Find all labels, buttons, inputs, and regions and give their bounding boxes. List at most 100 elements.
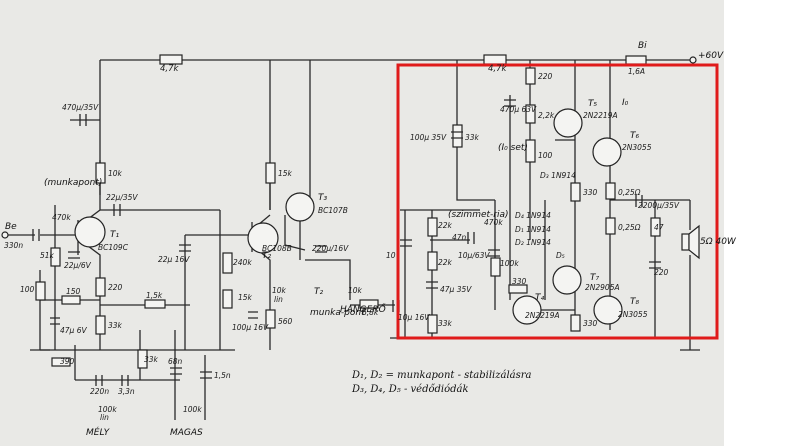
input-cap-label: 330n <box>4 241 23 250</box>
resistor-4k7-b <box>483 54 507 65</box>
note-line-1: D₁, D₂ = munkapont - stabilizálásra <box>351 370 532 381</box>
pot-470k-label: 470k <box>484 218 503 227</box>
resistor-2k2 <box>525 104 536 124</box>
c-470u-label: 470µ/35V <box>62 103 99 112</box>
resistor-33k-c <box>452 124 463 148</box>
d2-label: D₂ 1N914 <box>515 238 551 247</box>
r-33k-label: 33k <box>108 321 123 330</box>
resistor-pot-100 <box>525 139 536 163</box>
r-4k7-b-label: 4,7k <box>488 64 508 74</box>
r-10k-label: 10k <box>108 169 123 178</box>
t6-type: 2N3055 <box>622 143 652 152</box>
c-10u-63v-label: 10µ/63V <box>458 251 490 260</box>
cap-22u-16v <box>179 244 191 252</box>
r-560-label: 560 <box>278 317 293 326</box>
supply-terminal <box>689 56 697 64</box>
cap-3n3 <box>121 375 129 386</box>
paper-background <box>0 0 724 446</box>
resistor-33k-d <box>427 314 438 334</box>
transistor-t5 <box>553 108 583 138</box>
d5-label: D₅ <box>556 251 565 260</box>
transistor-t2 <box>247 222 279 254</box>
cap-100u-16v <box>248 311 258 319</box>
c-68n-label: 68n <box>168 357 183 366</box>
resistor-47 <box>650 217 661 237</box>
c-220-label: 220 <box>654 268 669 277</box>
resistor-10k <box>95 162 106 184</box>
d3-label: D₃ 1N914 <box>540 171 576 180</box>
cap-10u-63v <box>488 249 500 257</box>
r-22k-b-label: 22k <box>438 258 453 267</box>
cap-47n <box>467 232 475 244</box>
t6-id: T₆ <box>630 131 639 141</box>
r-22k-label: 22k <box>438 221 453 230</box>
fuse <box>625 55 647 65</box>
transistor-t1 <box>74 216 106 248</box>
r-15k-b-label: 15k <box>238 293 253 302</box>
r-33k-c-label: 33k <box>465 133 480 142</box>
cap-68n <box>170 367 182 375</box>
t3-id: T₃ <box>318 193 327 203</box>
c-10-label: 10 <box>386 251 396 260</box>
d4-label: D₄ 1N914 <box>515 211 551 220</box>
mely-label: MÉLY <box>86 426 111 438</box>
r-330-b-label: 330 <box>512 277 527 286</box>
t7-type: 2N2905A <box>585 283 620 292</box>
t4-type: 2N2219A <box>525 311 560 320</box>
r-390-label: 390 <box>60 357 75 366</box>
r-33k-d-label: 33k <box>438 319 453 328</box>
r-220-label: 220 <box>108 283 123 292</box>
speaker-icon <box>681 233 690 251</box>
c-22u-6v-label: 22µ/6V <box>64 261 92 270</box>
transistor-t8 <box>593 295 623 325</box>
t2-pot-label: T₂ <box>314 287 323 297</box>
pot-100k-b-label: 100k <box>183 405 202 414</box>
r-47-label: 47 <box>654 223 664 232</box>
resistor-33k <box>95 315 106 335</box>
highlight-box <box>396 63 719 340</box>
szimmetria-label: (szimmet-ria) <box>448 210 509 220</box>
resistor-100 <box>35 281 46 301</box>
t2-type: BC108B <box>262 244 292 253</box>
io-label: I₀ <box>622 98 629 108</box>
cap-1n5 <box>200 371 212 379</box>
resistor-025-a <box>605 182 616 200</box>
r-025b-label: 0,25Ω <box>618 223 641 232</box>
fuse-rating: 1,6A <box>628 67 645 76</box>
cap-220n <box>95 375 103 386</box>
c-100u-35v-label: 100µ 35V <box>410 133 447 142</box>
transistor-t4 <box>512 295 542 325</box>
r-15k-label: 15k <box>278 169 293 178</box>
transistor-t6 <box>592 137 622 167</box>
d1-label: D₁ 1N914 <box>515 225 551 234</box>
t5-id: T₅ <box>588 99 597 109</box>
input-terminal <box>1 231 9 239</box>
pot-10k-label: 10k <box>272 286 287 295</box>
r-330-label: 330 <box>583 188 598 197</box>
c-3n3-label: 3,3n <box>118 387 135 396</box>
r-150-label: 150 <box>66 287 81 296</box>
resistor-330-b <box>508 284 528 294</box>
cap-100u-35v <box>451 131 463 139</box>
t5-type: 2N2219A <box>583 111 618 120</box>
transistor-t7 <box>552 265 582 295</box>
r-100k-label: 100k <box>500 259 519 268</box>
speaker-cone <box>688 224 700 260</box>
munkapont-label: (munkapont) <box>44 178 102 188</box>
r-51k-label: 51k <box>40 251 55 260</box>
c-2200u-label: 2200µ/35V <box>638 201 680 210</box>
cap-22u-35v <box>113 204 121 216</box>
cap-2200u <box>635 195 643 207</box>
c-22u-35v-label: 22µ/35V <box>106 193 138 202</box>
c-22u-16v-label: 22µ 16V <box>158 255 190 264</box>
munka-pont-label: munka-pont <box>310 308 365 318</box>
note-line-2: D₃, D₄, D₅ - védődiódák <box>351 384 469 395</box>
lin-label-b: lin <box>100 413 109 422</box>
c-1n5-label: 1,5n <box>214 371 231 380</box>
t1-type: BC109C <box>98 243 129 252</box>
c-10u-16v-label: 10µ 16V <box>398 313 430 322</box>
t7-id: T₇ <box>590 273 599 283</box>
resistor-22k-b <box>427 251 438 271</box>
